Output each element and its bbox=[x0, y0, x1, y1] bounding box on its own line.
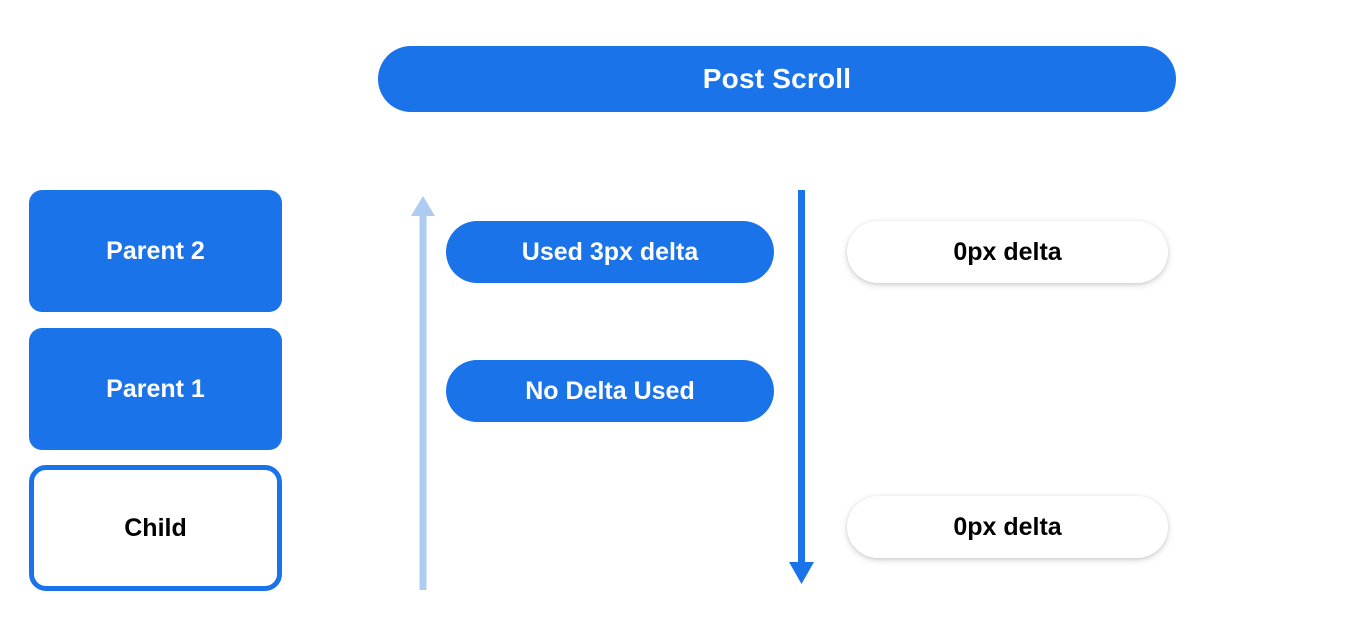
scroll-down-arrow-icon bbox=[789, 190, 814, 584]
stack-box-parent-1: Parent 1 bbox=[29, 328, 282, 450]
stack-box-parent-2: Parent 2 bbox=[29, 190, 282, 312]
result-pill-label: 0px delta bbox=[953, 512, 1062, 541]
delta-pill-label: No Delta Used bbox=[525, 376, 695, 405]
delta-pill-no-delta-used: No Delta Used bbox=[446, 360, 774, 422]
delta-pill-used-3px: Used 3px delta bbox=[446, 221, 774, 283]
stack-box-label: Parent 1 bbox=[106, 374, 205, 403]
delta-pill-label: Used 3px delta bbox=[521, 237, 699, 266]
stack-box-label: Child bbox=[124, 513, 187, 542]
result-pill-label: 0px delta bbox=[953, 237, 1062, 266]
scroll-up-arrow-icon bbox=[411, 196, 435, 590]
result-pill-bottom: 0px delta bbox=[847, 496, 1168, 558]
stack-box-label: Parent 2 bbox=[106, 236, 205, 265]
header-banner: Post Scroll bbox=[378, 46, 1176, 112]
page-title: Post Scroll bbox=[702, 63, 852, 94]
stack-box-child: Child bbox=[29, 465, 282, 591]
result-pill-top: 0px delta bbox=[847, 221, 1168, 283]
